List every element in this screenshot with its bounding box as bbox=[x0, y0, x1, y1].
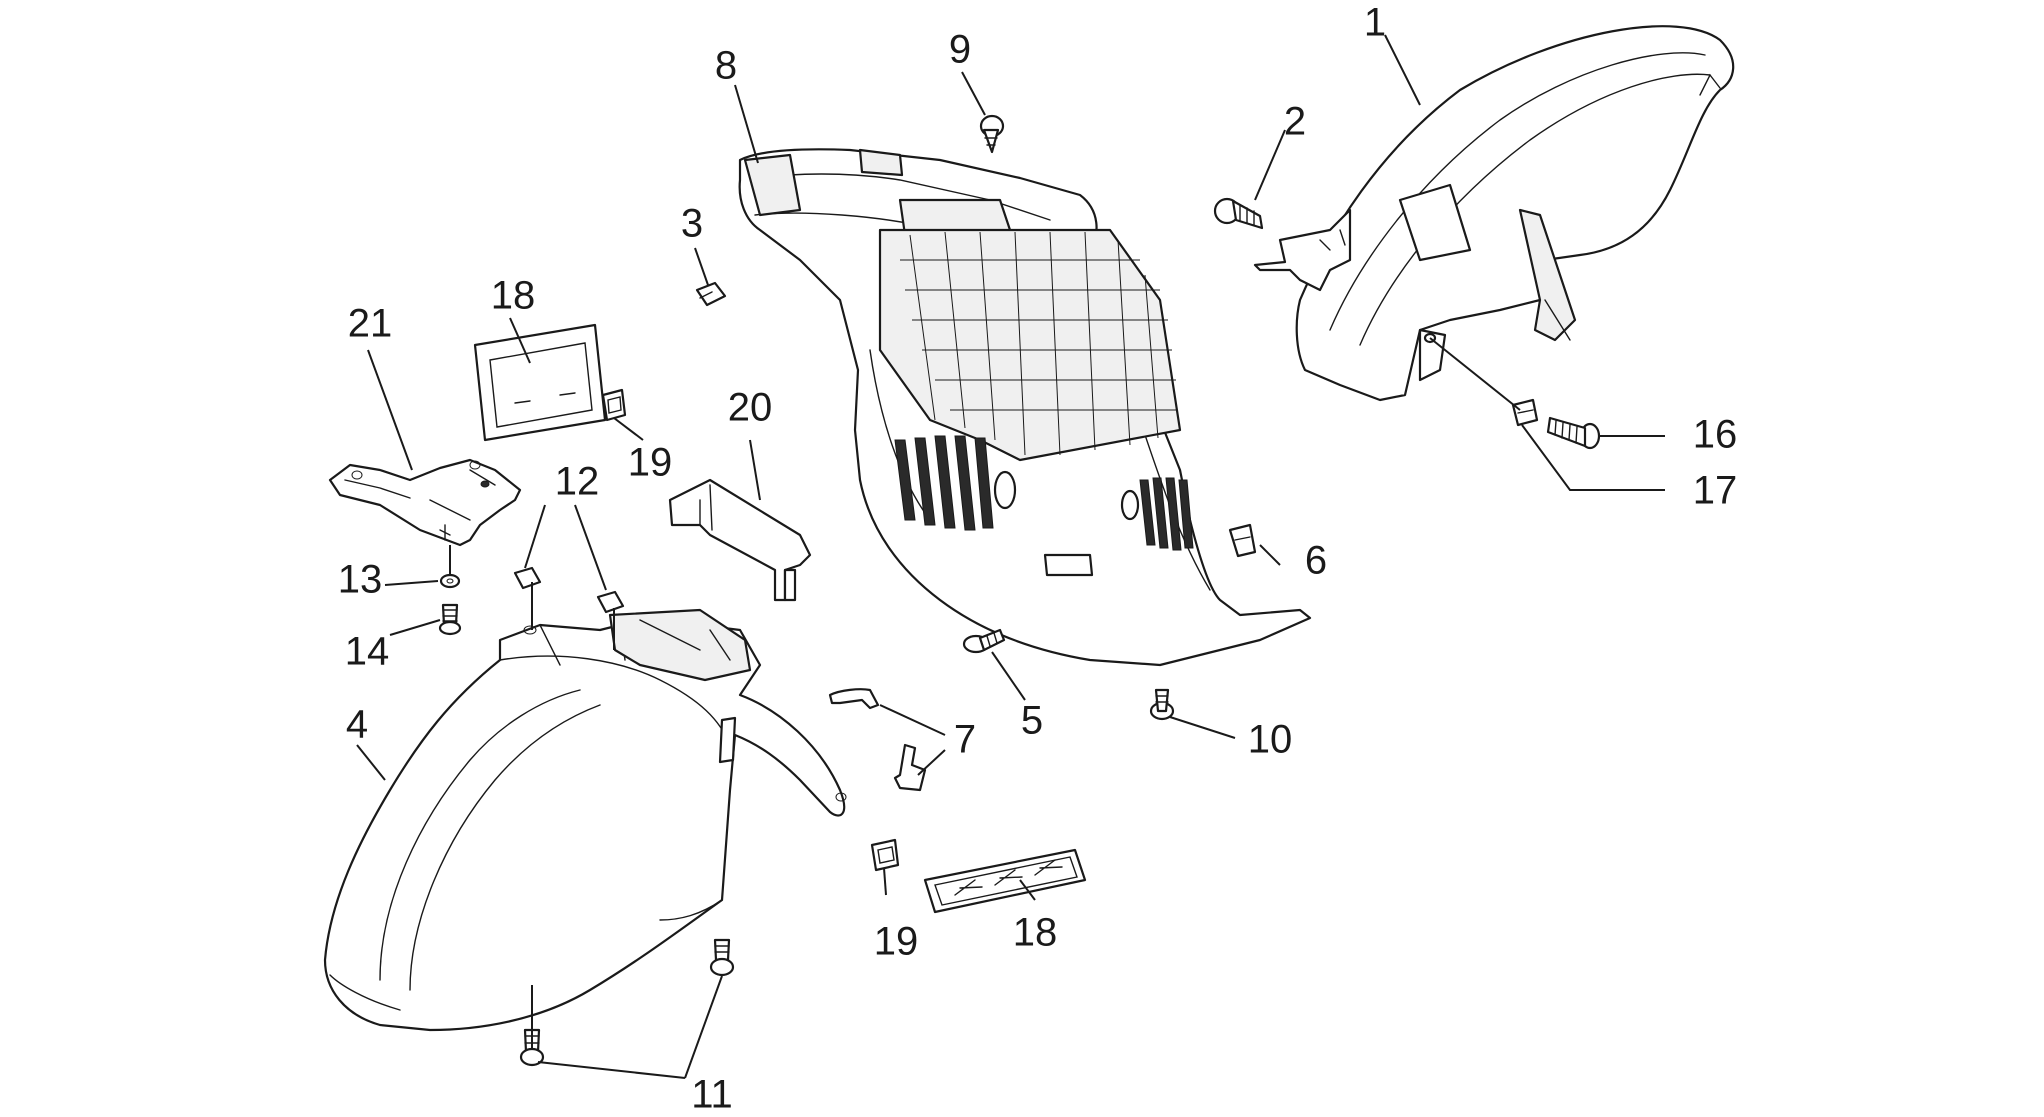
leader-21 bbox=[367, 349, 413, 471]
callout-18-lower: 18 bbox=[1013, 911, 1058, 955]
part-1-rear-fender bbox=[1295, 25, 1735, 402]
leader-5 bbox=[991, 651, 1026, 701]
part-7-clamp-lower bbox=[893, 743, 927, 792]
callout-7: 7 bbox=[954, 718, 976, 762]
callout-17: 17 bbox=[1693, 469, 1738, 513]
part-21-bracket bbox=[328, 458, 522, 547]
callout-21: 21 bbox=[348, 302, 393, 346]
callout-3: 3 bbox=[681, 202, 703, 246]
part-9-screw bbox=[979, 114, 1005, 154]
part-11-screw-upper bbox=[709, 938, 735, 977]
part-16-screw bbox=[1546, 416, 1601, 450]
callout-9: 9 bbox=[949, 28, 971, 72]
part-18-reflector-lower bbox=[923, 848, 1087, 914]
leader-9 bbox=[961, 71, 986, 116]
part-10-screw bbox=[1149, 688, 1175, 721]
leader-12a bbox=[524, 504, 546, 569]
callout-14: 14 bbox=[345, 630, 390, 674]
callout-1: 1 bbox=[1364, 1, 1386, 45]
callout-8: 8 bbox=[715, 44, 737, 88]
part-19-clip-lower bbox=[870, 838, 900, 872]
part-2-screw bbox=[1213, 197, 1264, 230]
callout-18-upper: 18 bbox=[491, 274, 536, 318]
leader-7b bbox=[917, 749, 946, 776]
leader-1 bbox=[1384, 34, 1421, 106]
callout-labels: 1 2 3 4 5 6 7 8 9 10 11 12 13 14 16 17 1… bbox=[338, 1, 1738, 1117]
part-12-clip-right bbox=[596, 590, 625, 614]
callout-13: 13 bbox=[338, 558, 383, 602]
callout-11: 11 bbox=[691, 1073, 733, 1117]
part-18-reflector-upper bbox=[473, 323, 607, 442]
part-1-bracket bbox=[1253, 208, 1352, 292]
part-13-washer bbox=[439, 573, 461, 589]
callout-4: 4 bbox=[346, 703, 368, 747]
leader-2 bbox=[1254, 129, 1286, 201]
leader-18b bbox=[1019, 879, 1036, 901]
leader-7a bbox=[879, 704, 946, 736]
leader-17 bbox=[1521, 424, 1665, 491]
callout-6: 6 bbox=[1305, 539, 1327, 583]
callout-10: 10 bbox=[1248, 718, 1293, 762]
leader-14 bbox=[389, 619, 441, 636]
leader-lines bbox=[356, 34, 1665, 1079]
part-14-screw bbox=[438, 603, 462, 636]
leader-19a bbox=[613, 417, 644, 441]
leader-17b bbox=[1429, 337, 1521, 411]
leader-12b bbox=[574, 504, 607, 591]
leader-18a bbox=[509, 317, 531, 364]
leader-10 bbox=[1169, 716, 1236, 739]
leg-shield-vents-right bbox=[1139, 477, 1194, 551]
leader-6 bbox=[1259, 544, 1281, 566]
leg-shield-vents-left bbox=[894, 435, 994, 531]
leader-8 bbox=[734, 84, 759, 164]
part-12-clip-left bbox=[513, 566, 542, 590]
part-4-front-mudguard bbox=[323, 608, 847, 1032]
part-7-clamp-upper bbox=[828, 688, 880, 710]
leader-4 bbox=[356, 744, 386, 781]
callout-16: 16 bbox=[1693, 413, 1738, 457]
part-5-screw bbox=[962, 628, 1006, 654]
callout-12: 12 bbox=[555, 460, 600, 504]
leader-11a bbox=[684, 975, 723, 1079]
part-20-bracket bbox=[668, 478, 812, 602]
part-17-clip-nut bbox=[1511, 398, 1539, 427]
leg-shield-grille bbox=[878, 228, 1182, 462]
leader-13 bbox=[384, 580, 439, 586]
leader-3 bbox=[694, 247, 709, 286]
leader-19b bbox=[883, 867, 887, 896]
callout-19-lower: 19 bbox=[874, 920, 919, 964]
callout-5: 5 bbox=[1021, 699, 1043, 743]
part-8-leg-shield bbox=[738, 148, 1312, 667]
part-6-clip-nut bbox=[1228, 523, 1257, 558]
leader-11b bbox=[537, 1061, 686, 1079]
part-3-clip-nut bbox=[695, 281, 727, 307]
callout-19-upper: 19 bbox=[628, 441, 673, 485]
leader-20 bbox=[749, 439, 761, 501]
part-19-clip-upper bbox=[601, 388, 627, 422]
callout-20: 20 bbox=[728, 386, 773, 430]
callout-2: 2 bbox=[1284, 100, 1306, 144]
